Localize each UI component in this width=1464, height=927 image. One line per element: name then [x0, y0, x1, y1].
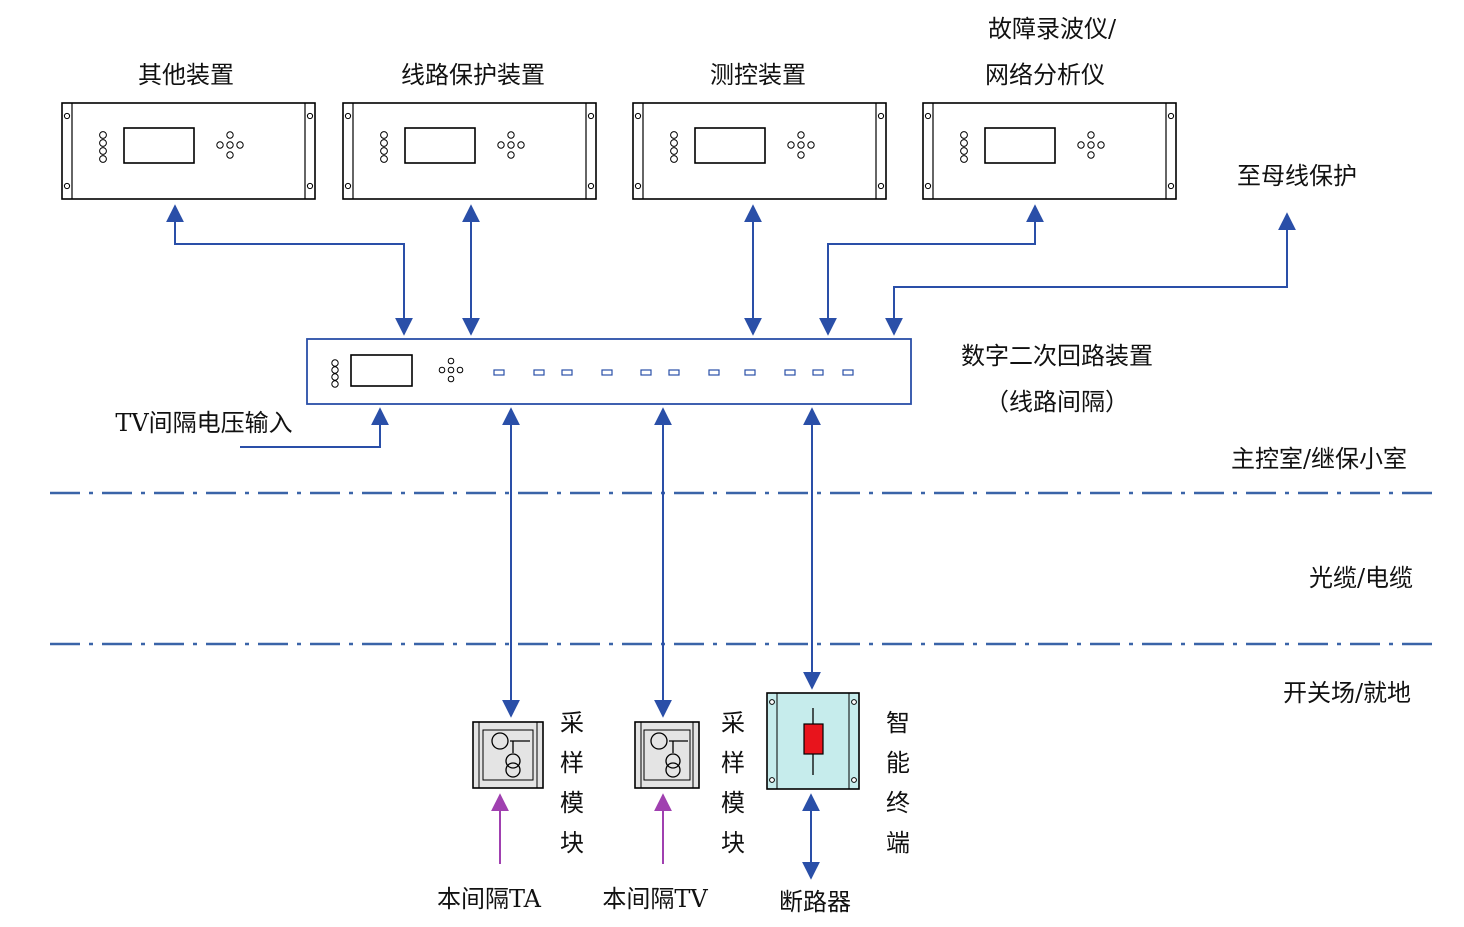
- link-busbar-protection: [885, 212, 1296, 336]
- digital-secondary-device: [306, 338, 912, 405]
- cable-label: 光缆/电缆: [1309, 564, 1413, 592]
- measure-control-label: 测控装置: [710, 61, 806, 89]
- control-room-label: 主控室/继保小室: [1231, 445, 1407, 473]
- smart-terminal-label-3: 终: [886, 789, 910, 817]
- bay-ta-label: 本间隔TA: [437, 885, 542, 913]
- sampling-label-tv-1: 采: [721, 709, 745, 737]
- sampling-label-ta-3: 模: [560, 789, 584, 817]
- sampling-label-ta-4: 块: [560, 829, 584, 857]
- digital-device-label: 数字二次回路装置: [961, 342, 1153, 370]
- smart-terminal-label-1: 智: [886, 709, 910, 737]
- breaker-label: 断路器: [779, 888, 851, 916]
- sampling-module-ta: [472, 721, 544, 789]
- tv-input-label: TV间隔电压输入: [115, 409, 292, 437]
- smart-terminal: [766, 692, 860, 790]
- smart-terminal-label-4: 端: [886, 829, 910, 857]
- tv-input-line: [240, 407, 389, 448]
- network-analyzer-label: 网络分析仪: [985, 61, 1105, 89]
- sampling-label-ta-2: 样: [560, 749, 584, 777]
- sampling-label-ta-1: 采: [560, 709, 584, 737]
- fault-recorder-label: 故障录波仪/: [988, 15, 1117, 43]
- digital-device-sublabel: （线路间隔）: [985, 388, 1129, 416]
- to-busbar-label: 至母线保护: [1237, 162, 1357, 190]
- bay-tv-label: 本间隔TV: [602, 885, 708, 913]
- other-device-label: 其他装置: [138, 61, 234, 89]
- sampling-label-tv-3: 模: [721, 789, 745, 817]
- link-fault-recorder: [819, 204, 1044, 336]
- fault-recorder-device: [922, 102, 1177, 200]
- switchyard-label: 开关场/就地: [1283, 679, 1411, 707]
- link-other-device: [166, 204, 413, 336]
- other-device: [61, 102, 316, 200]
- line-protection-device: [342, 102, 597, 200]
- sampling-label-tv-4: 块: [721, 829, 745, 857]
- measure-control-device: [632, 102, 887, 200]
- line-protection-label: 线路保护装置: [401, 61, 545, 89]
- sampling-module-tv: [634, 721, 700, 789]
- smart-terminal-label-2: 能: [886, 749, 910, 777]
- sampling-label-tv-2: 样: [721, 749, 745, 777]
